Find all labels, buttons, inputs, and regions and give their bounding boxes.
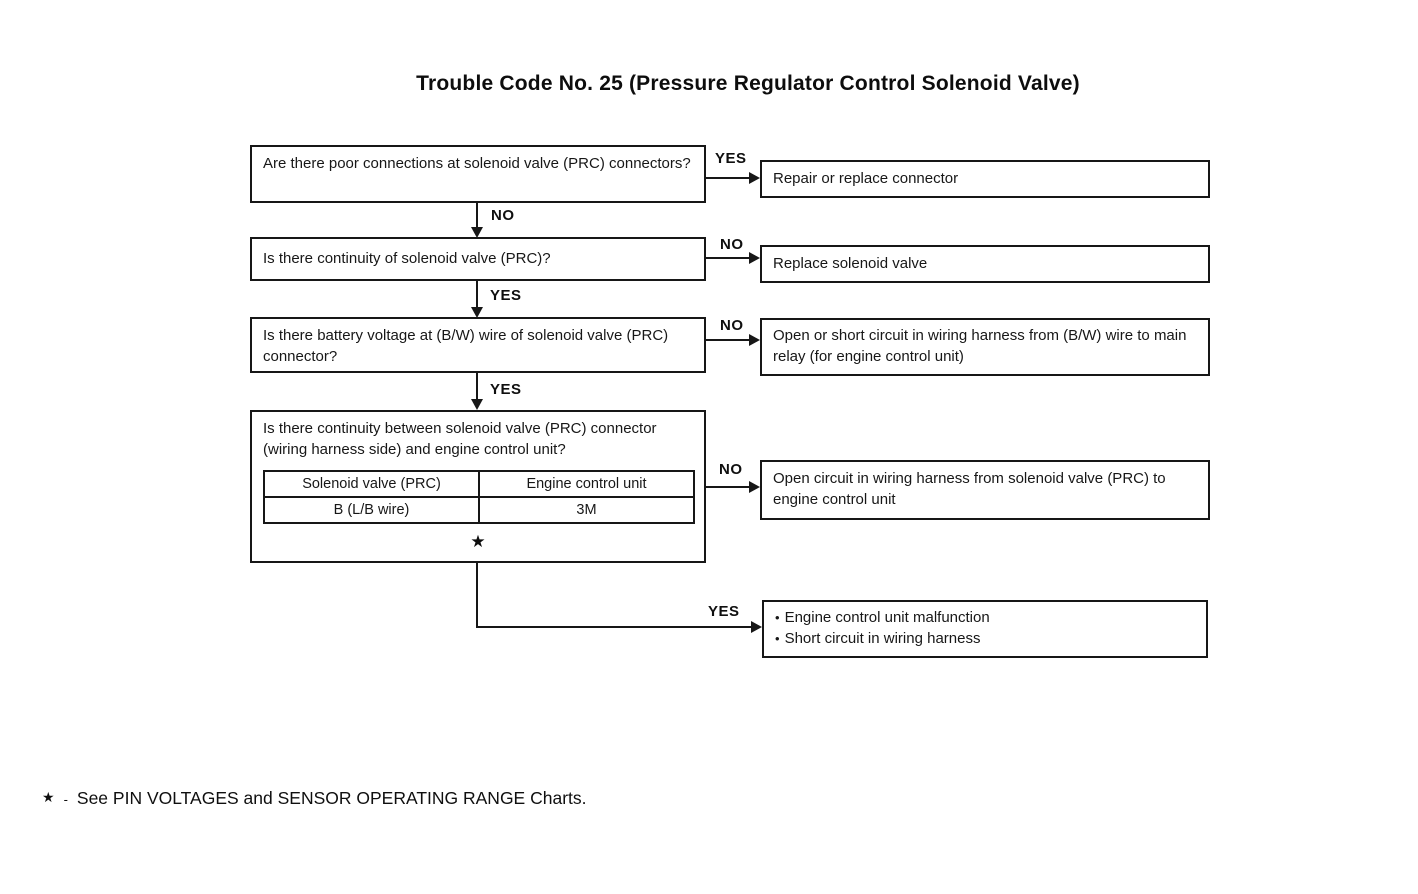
bullet-item-1: • Engine control unit malfunction <box>775 608 1195 629</box>
arrow-down-icon <box>471 399 483 410</box>
action-box-ecu-malfunction: • Engine control unit malfunction • Shor… <box>762 600 1208 658</box>
action-box-replace-valve: Replace solenoid valve <box>760 245 1210 283</box>
arrow-right-icon <box>749 481 760 493</box>
arrow-right-icon <box>749 334 760 346</box>
connector-line <box>706 486 750 488</box>
connector-line <box>476 563 478 628</box>
action-2-text: Replace solenoid valve <box>773 254 928 272</box>
question-box-1: Are there poor connections at solenoid v… <box>250 145 706 203</box>
question-1-text: Are there poor connections at solenoid v… <box>263 155 691 172</box>
footnote-separator: - <box>63 792 68 807</box>
question-box-3: Is there battery voltage at (B/W) wire o… <box>250 317 706 373</box>
continuity-table: Solenoid valve (PRC) Engine control unit… <box>263 470 695 525</box>
footnote-text: See PIN VOLTAGES and SENSOR OPERATING RA… <box>76 788 587 808</box>
edge-label-q2-yes: YES <box>490 287 522 304</box>
edge-label-q3-yes: YES <box>490 381 522 398</box>
bullet-item-2: • Short circuit in wiring harness <box>775 629 1195 650</box>
table-row: B (L/B wire) 3M <box>263 496 695 525</box>
connector-line <box>706 339 750 341</box>
arrow-right-icon <box>751 621 762 633</box>
connector-line <box>706 177 750 179</box>
action-box-open-short-circuit: Open or short circuit in wiring harness … <box>760 318 1210 376</box>
action-box-open-circuit: Open circuit in wiring harness from sole… <box>760 460 1210 520</box>
arrow-right-icon <box>749 252 760 264</box>
bullet-icon: • <box>775 610 780 626</box>
bullet-icon: • <box>775 631 780 646</box>
table-header-ecu: Engine control unit <box>478 470 695 499</box>
connector-line <box>476 373 478 401</box>
table-header-solenoid: Solenoid valve (PRC) <box>263 470 480 499</box>
action-3-text: Open or short circuit in wiring harness … <box>773 327 1187 365</box>
edge-label-q1-yes: YES <box>715 150 747 167</box>
question-2-text: Is there continuity of solenoid valve (P… <box>263 249 551 267</box>
footnote: ★ - See PIN VOLTAGES and SENSOR OPERATIN… <box>42 788 587 809</box>
table-header-row: Solenoid valve (PRC) Engine control unit <box>263 470 695 499</box>
action-1-text: Repair or replace connector <box>773 169 959 187</box>
arrow-down-icon <box>471 307 483 318</box>
arrow-down-icon <box>471 227 483 238</box>
connector-line <box>476 203 478 229</box>
edge-label-q3-no: NO <box>720 317 744 334</box>
connector-line <box>476 626 752 628</box>
connector-line <box>706 257 750 259</box>
star-icon: ★ <box>470 532 486 552</box>
action-4-text: Open circuit in wiring harness from sole… <box>773 470 1166 508</box>
star-icon: ★ <box>42 789 55 805</box>
bullet-1-text: Engine control unit malfunction <box>784 609 990 627</box>
connector-line <box>476 281 478 309</box>
page-title: Trouble Code No. 25 (Pressure Regulator … <box>416 72 1080 95</box>
edge-label-q1-no: NO <box>491 207 515 224</box>
table-cell-pin: 3M <box>478 496 695 525</box>
edge-label-q4-yes: YES <box>708 603 740 620</box>
question-box-2: Is there continuity of solenoid valve (P… <box>250 237 706 281</box>
edge-label-q2-no: NO <box>720 236 744 253</box>
question-4-text: Is there continuity between solenoid val… <box>263 420 657 458</box>
arrow-right-icon <box>749 172 760 184</box>
edge-label-q4-no: NO <box>719 461 743 478</box>
question-3-text: Is there battery voltage at (B/W) wire o… <box>263 327 669 365</box>
action-box-repair-connector: Repair or replace connector <box>760 160 1210 198</box>
question-box-4: Is there continuity between solenoid val… <box>250 410 706 563</box>
table-cell-wire: B (L/B wire) <box>263 496 480 525</box>
bullet-2-text: Short circuit in wiring harness <box>784 630 981 647</box>
